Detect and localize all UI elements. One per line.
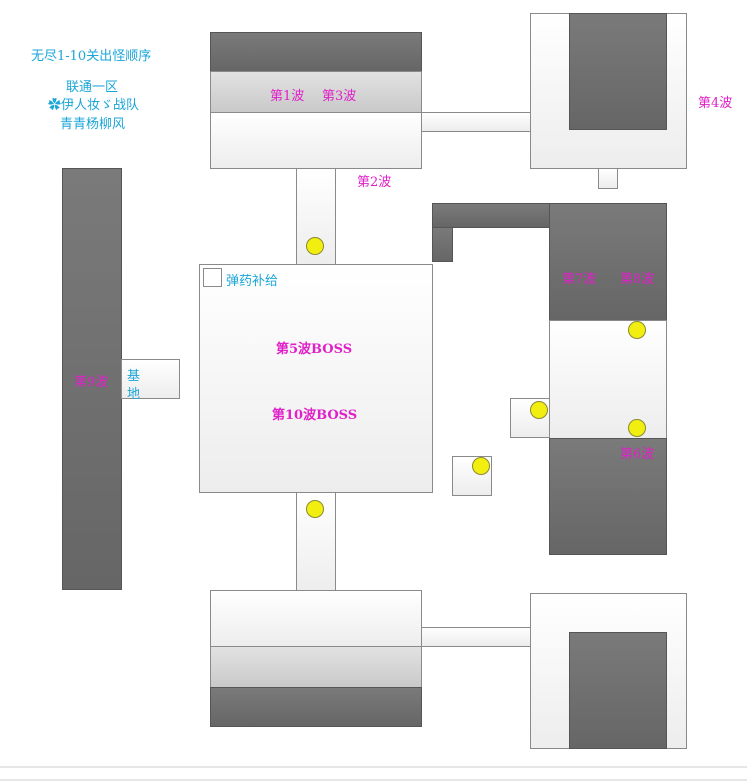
wave6-label: 第6波 bbox=[620, 447, 655, 462]
top-building-floor bbox=[210, 112, 422, 169]
top-right-stub bbox=[598, 168, 618, 189]
bottom-vertical-corridor bbox=[296, 492, 336, 592]
right-middle-room bbox=[549, 320, 667, 439]
bottom-building-roof bbox=[210, 687, 422, 727]
wave6-zone bbox=[549, 438, 667, 555]
wave8-label: 第8波 bbox=[620, 272, 655, 287]
top-right-inner-block bbox=[569, 13, 667, 130]
spawn-marker-small-right bbox=[530, 401, 548, 419]
bottom-building-floor bbox=[210, 590, 422, 647]
spawn-marker-right-upper bbox=[628, 321, 646, 339]
wave10-label: 第10波BOSS bbox=[272, 408, 358, 423]
wave3-label: 第3波 bbox=[322, 89, 357, 104]
right-upper-wall-stub bbox=[432, 227, 453, 262]
wave1-label: 第1波 bbox=[270, 89, 305, 104]
wave5-label: 第5波BOSS bbox=[276, 342, 353, 357]
right-upper-wall bbox=[432, 203, 550, 228]
bottom-divider-2 bbox=[0, 779, 747, 781]
wave9-zone bbox=[62, 168, 122, 590]
wave9-label: 第9波 bbox=[74, 375, 109, 390]
bottom-divider bbox=[0, 766, 747, 768]
bottom-building-mid-row bbox=[210, 646, 422, 688]
map-title: 无尽1-10关出怪顺序 bbox=[31, 49, 152, 64]
wave2-label: 第2波 bbox=[357, 175, 392, 190]
spawn-marker-bottom bbox=[306, 500, 324, 518]
wave4-label: 第4波 bbox=[698, 96, 733, 111]
wave7-label: 第7波 bbox=[562, 272, 597, 287]
top-building-wave-row bbox=[210, 71, 422, 113]
bottom-right-inner-block bbox=[569, 632, 667, 749]
top-building-roof bbox=[210, 32, 422, 72]
team-label: ✿伊人妆ゞ战队 bbox=[48, 98, 140, 113]
spawn-marker-top bbox=[306, 237, 324, 255]
base-zone bbox=[121, 359, 180, 399]
author-label: 青青杨柳风 bbox=[60, 117, 126, 132]
ammo-box-icon bbox=[203, 268, 222, 287]
base-label-1: 基 bbox=[127, 369, 141, 384]
spawn-marker-small-center bbox=[472, 457, 490, 475]
base-label-2: 地 bbox=[127, 387, 141, 402]
top-right-corridor bbox=[421, 112, 531, 132]
server-label: 联通一区 bbox=[66, 80, 119, 95]
spawn-marker-right-lower bbox=[628, 419, 646, 437]
wave78-zone bbox=[549, 203, 667, 321]
central-room bbox=[199, 264, 433, 493]
ammo-label: 弹药补给 bbox=[226, 274, 279, 289]
bottom-right-corridor bbox=[421, 627, 531, 647]
